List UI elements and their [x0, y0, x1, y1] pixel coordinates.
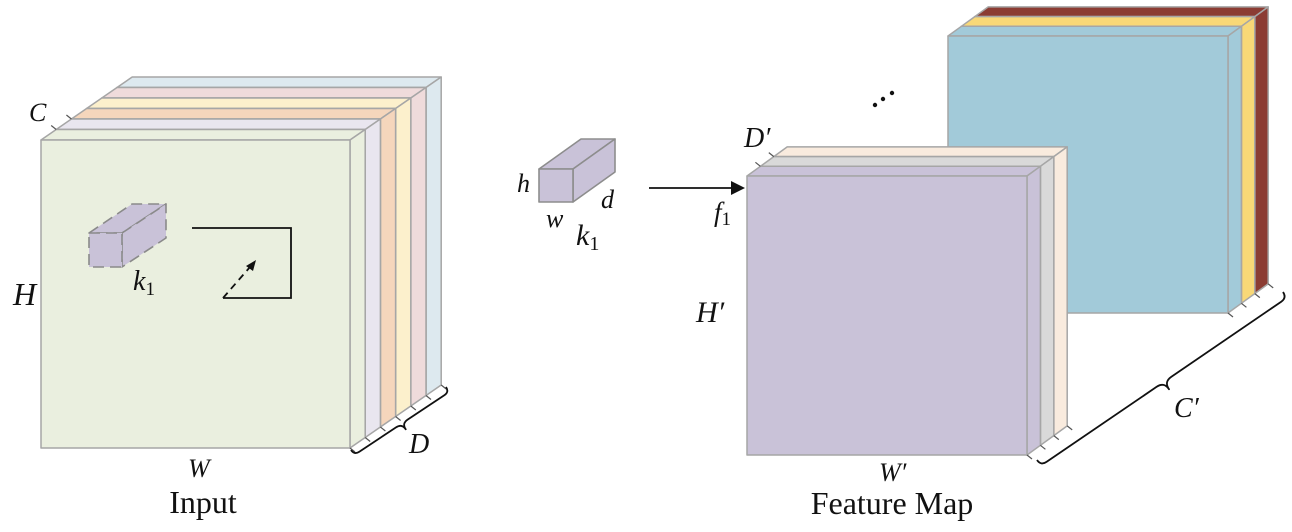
operation-label: f1 [714, 197, 731, 230]
input-depth-label: D [408, 429, 429, 460]
input-caption: Input [169, 484, 237, 520]
feature-map-back-layer-top-face [960, 15, 1256, 28]
ellipsis-dot [889, 90, 895, 96]
kernel-symbol: k [576, 219, 590, 252]
input-kernel-front-face [88, 232, 123, 268]
operation-symbol: f [714, 197, 725, 227]
input-layer-top-face [55, 118, 382, 131]
kernel-name-label: k1 [576, 219, 599, 255]
feature-map-back-layer-top-face [974, 6, 1269, 18]
feature-map-back-layer-side-face [1227, 25, 1243, 314]
feature-map-front-layer-front-face [746, 175, 1028, 456]
sliding-path-dashed-line [222, 266, 251, 299]
input-width-label: W [188, 454, 212, 483]
input-layer-top-face [116, 76, 442, 89]
feature-map-front-depth-tick [1066, 425, 1073, 431]
feature-map-back-depth-tick [1227, 312, 1234, 318]
feature-map-height-label: H′ [695, 296, 725, 329]
input-layer-1 [40, 128, 366, 449]
feature-map-front-depth-tick [1040, 444, 1046, 450]
input-kernel-box [88, 203, 167, 268]
feature-map-front-layer-top-face [746, 165, 1042, 177]
kernel-height-label: h [517, 169, 530, 198]
input-depth-tick [410, 405, 417, 411]
input-layer-top-face [101, 86, 427, 99]
input-kernel-label: k1 [133, 266, 155, 300]
feature-map-front-channel-tick [768, 152, 775, 158]
feature-map-depth-label: D′ [743, 123, 771, 154]
kernel-box [538, 138, 616, 203]
input-depth-tick [380, 426, 386, 432]
input-depth-tick [349, 447, 356, 453]
feature-map-front-layer-1 [746, 165, 1042, 456]
input-layer-side-face [364, 118, 382, 439]
input-depth-tick [364, 437, 371, 442]
operation-subscript: 1 [722, 209, 732, 230]
input-height-label: H [12, 276, 38, 312]
feature-map-channels-label: C′ [1174, 393, 1200, 424]
feature-map-back-depth-tick [1254, 293, 1261, 299]
input-kernel-subscript: 1 [145, 279, 155, 300]
feature-map-front-layer-top-face [773, 146, 1068, 158]
feature-map-back-layer-top-face [947, 25, 1243, 37]
input-tensor-stack [40, 76, 447, 453]
input-layer-top-face [40, 128, 366, 141]
feature-map-back-depth-tick [1267, 283, 1274, 289]
feature-map-front-layer-side-face [1053, 146, 1068, 437]
input-layer-top-face [85, 97, 412, 110]
input-channel-tick [50, 125, 57, 130]
input-depth-tick [440, 384, 447, 390]
input-channel-tick [66, 114, 72, 120]
feature-map-front-layer-side-face [1039, 155, 1055, 447]
input-depth-tick [395, 416, 401, 421]
kernel-front-face [538, 168, 574, 203]
input-channels-label: C [29, 98, 47, 127]
input-layer-front-face [40, 139, 351, 449]
input-layer-side-face [410, 86, 427, 407]
ellipsis-dot [872, 102, 878, 108]
feature-map-back-depth-tick [1241, 302, 1247, 308]
kernel-width-label: w [546, 204, 564, 233]
feature-map-back-layer-side-face [1254, 6, 1269, 295]
operation-arrow [649, 181, 745, 195]
input-layer-side-face [394, 97, 412, 418]
ellipsis-dot [880, 96, 886, 102]
feature-map-channels-brace [1036, 291, 1286, 465]
input-layer-side-face [425, 76, 442, 397]
input-layer-side-face [349, 128, 366, 449]
input-kernel-symbol: k [133, 266, 146, 297]
input-layer-top-face [70, 107, 397, 120]
feature-map-front-layer-side-face [1026, 165, 1042, 456]
input-layer-side-face [379, 107, 397, 428]
sliding-path-arrow [192, 227, 292, 299]
input-depth-brace [350, 386, 449, 454]
feature-map-front-layer-top-face [759, 155, 1055, 168]
sliding-path-line [192, 227, 292, 299]
kernel-subscript: 1 [589, 233, 599, 255]
kernel-depth-label: d [601, 185, 615, 214]
feature-map-caption: Feature Map [811, 485, 974, 521]
dimension-braces [350, 291, 1286, 465]
input-kernel-side-face [121, 203, 167, 268]
ellipsis-icon [872, 90, 895, 108]
sliding-path-arrowhead-icon [246, 260, 256, 271]
feature-map-front-depth-tick [1053, 435, 1060, 441]
feature-map-back-layer-side-face [1240, 15, 1256, 305]
feature-map-width-label: W′ [879, 458, 907, 487]
feature-map-front-stack [746, 146, 1073, 460]
feature-map-front-channel-tick [755, 161, 761, 167]
arrowhead-icon [731, 181, 745, 195]
input-depth-tick [425, 395, 432, 400]
feature-map-front-depth-tick [1026, 454, 1033, 460]
